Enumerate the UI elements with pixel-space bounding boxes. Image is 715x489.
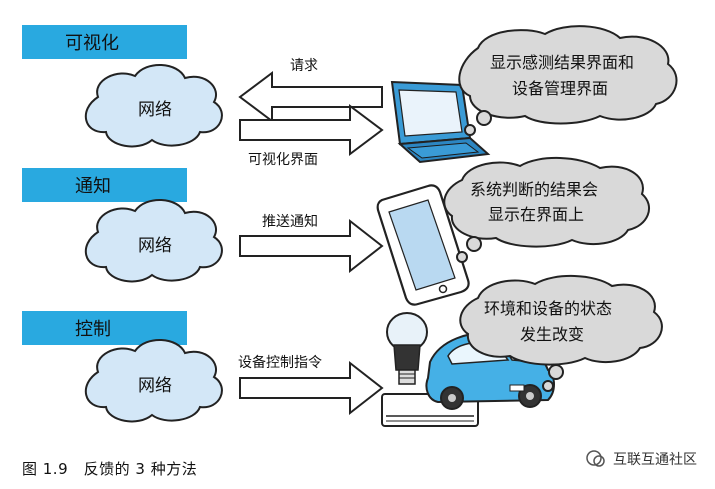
title-notification: 通知 xyxy=(75,176,111,197)
cloud-label: 网络 xyxy=(138,100,172,120)
thought-bubble-control xyxy=(459,275,663,366)
cloud-network xyxy=(84,338,223,423)
bubble-line-1: 系统判断的结果会 xyxy=(470,180,598,199)
bubble-line-2: 显示在界面上 xyxy=(488,205,584,224)
section-notification: 通知 网络 推送通知 系统判断的结果会 显示在界面上 xyxy=(22,157,650,306)
request-label: 请求 xyxy=(290,58,318,74)
push-label: 推送通知 xyxy=(262,213,318,230)
title-bar-visualization xyxy=(22,25,187,59)
section-visualization: 可视化 网络 请求 可视化界面 显示感测结果界面和 设备管理界面 xyxy=(22,25,678,168)
cloud-label: 网络 xyxy=(138,236,172,256)
bubble-line-1: 环境和设备的状态 xyxy=(484,299,612,318)
thought-bubble-visualization xyxy=(458,25,678,125)
thought-bubble-notification xyxy=(443,157,650,248)
bubble-line-2: 发生改变 xyxy=(520,325,584,344)
title-control: 控制 xyxy=(75,319,111,340)
title-bar-notification xyxy=(22,168,187,202)
visualization-arrow xyxy=(239,104,384,156)
light-bulb-icon xyxy=(386,312,428,385)
watermark: 互联互通社区 xyxy=(585,448,697,470)
section-control: 控制 网络 设备控制指令 xyxy=(22,275,663,427)
bubble-line-2: 设备管理界面 xyxy=(512,79,608,98)
cloud-network xyxy=(84,198,223,283)
laptop-icon xyxy=(390,80,491,164)
watermark-text: 互联互通社区 xyxy=(613,452,697,468)
request-arrow xyxy=(238,71,383,123)
control-arrow xyxy=(239,360,384,416)
cloud-network xyxy=(84,63,223,148)
push-arrow xyxy=(239,218,384,274)
smartphone-icon xyxy=(376,184,470,306)
bubble-line-1: 显示感测结果界面和 xyxy=(490,53,634,72)
figure-caption: 图 1.9 反馈的 3 种方法 xyxy=(22,460,198,478)
wechat-logo-icon xyxy=(585,448,607,470)
cloud-label: 网络 xyxy=(138,376,172,396)
control-label: 设备控制指令 xyxy=(238,354,322,371)
visualization-label: 可视化界面 xyxy=(248,152,318,168)
title-visualization: 可视化 xyxy=(65,33,119,54)
